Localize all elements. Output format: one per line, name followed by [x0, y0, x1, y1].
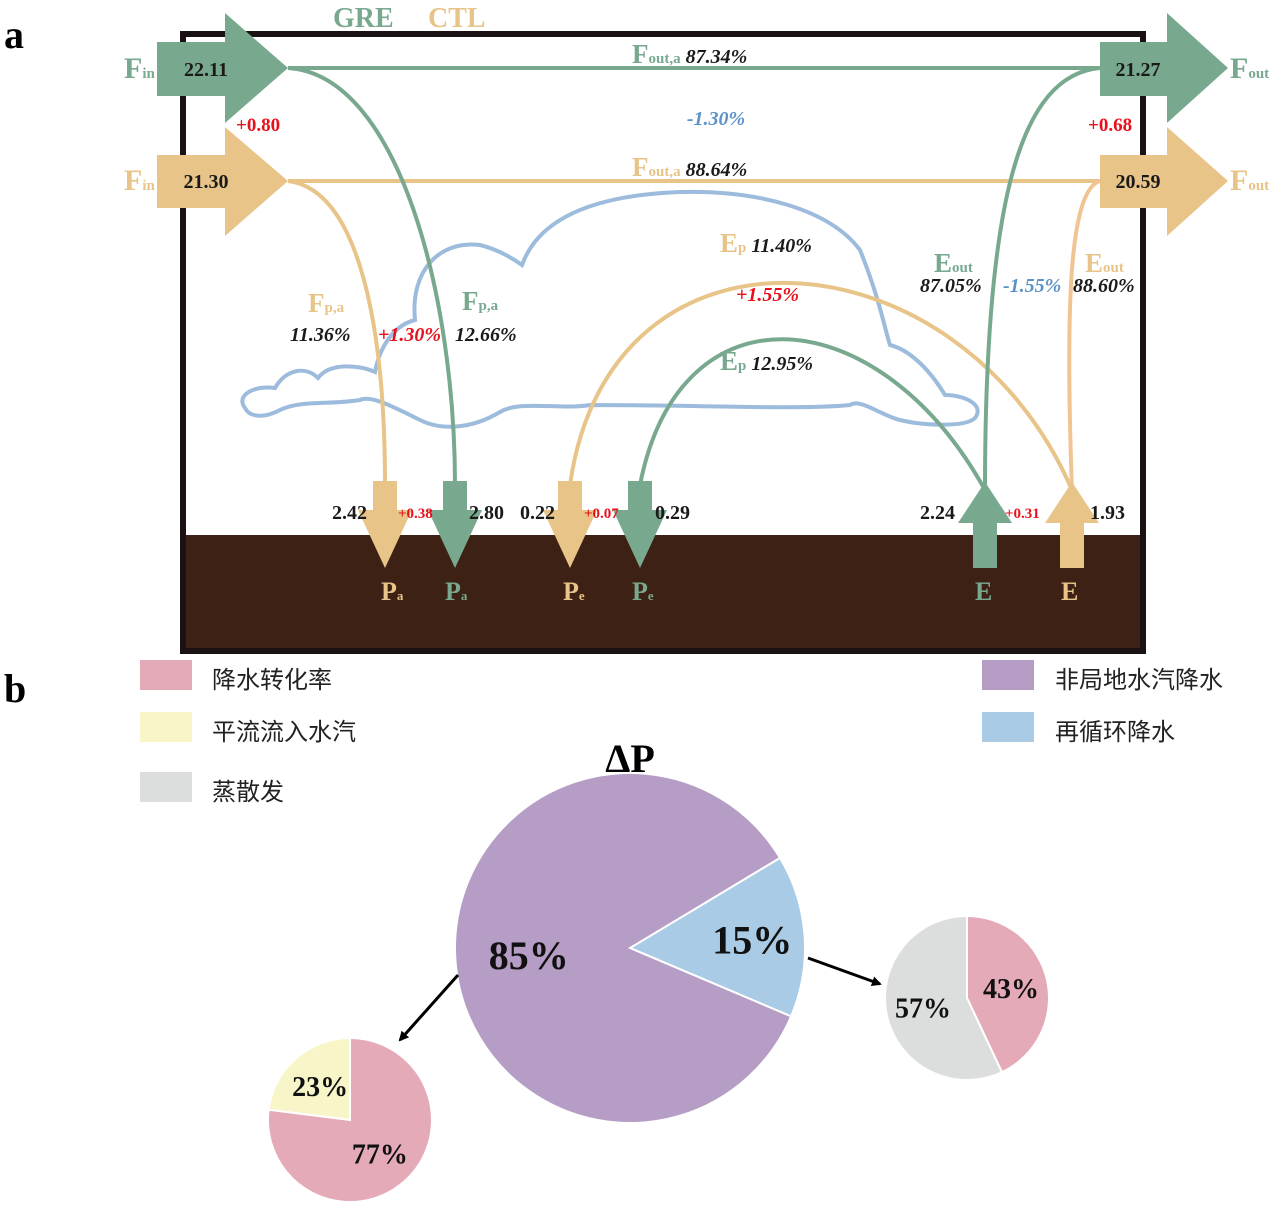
legend-swatch-nonlocal-precip — [982, 660, 1034, 690]
gre-fout-arrow — [1100, 13, 1228, 123]
right-pie-slice — [966, 914, 1050, 1074]
legend-label: 平流流入水汽 — [212, 718, 356, 746]
panel-b: b 降水转化率 平流流入水汽 蒸散发 非局地水汽降水 再循环降水 ΔP 15%8… — [4, 660, 1223, 1203]
pa-diff: +0.38 — [398, 506, 433, 522]
fout-a-diff: -1.30% — [687, 108, 745, 130]
legend-swatch-evapotranspiration — [140, 772, 192, 802]
arrow-to-right-pie — [807, 956, 882, 986]
pe-diff: +0.07 — [584, 506, 619, 522]
gre-pa-arrow — [428, 481, 482, 568]
legend-swatch-recycled-precip — [982, 712, 1034, 742]
legend-label: 蒸散发 — [212, 778, 284, 806]
panel-label-a: a — [4, 12, 24, 57]
eout-diff: -1.55% — [1003, 275, 1061, 297]
ctl-eout-pct: 88.60% — [1073, 275, 1135, 297]
left-pie-label: 23% — [292, 1072, 348, 1103]
fout-diff: +0.68 — [1088, 115, 1132, 136]
ep-diff: +1.55% — [736, 284, 799, 306]
ctl-e-arrow — [1045, 482, 1099, 568]
gre-fp-a-flow — [287, 66, 457, 486]
gre-e-arrow — [958, 482, 1012, 568]
main-pie-slice — [454, 772, 793, 1124]
gre-fp-a-pct: 12.66% — [455, 324, 517, 346]
ctl-pe-arrow — [543, 481, 597, 568]
right-pie-label: 43% — [983, 974, 1039, 1005]
ctl-pe-label: Pe — [563, 577, 585, 606]
ctl-fp-a-label: Fp,a — [308, 288, 345, 318]
ctl-eout-flow — [1067, 179, 1101, 491]
arrow-to-left-pie — [398, 974, 460, 1042]
gre-pa-value: 2.80 — [469, 502, 504, 524]
left-pie-label: 77% — [352, 1140, 408, 1171]
gre-fout-value: 21.27 — [1116, 59, 1161, 81]
left-pie-slice — [267, 1036, 433, 1203]
gre-eout-flow — [983, 66, 1101, 491]
ctl-pe-value: 0.22 — [520, 502, 555, 524]
panel-label-b: b — [4, 666, 26, 711]
ctl-fout-value: 20.59 — [1116, 171, 1161, 193]
ctl-fout-arrow — [1100, 127, 1228, 236]
ctl-pa-label: Pa — [381, 577, 404, 606]
gre-fout-label: Fout — [1230, 52, 1269, 85]
gre-fp-a-label: Fp,a — [462, 286, 499, 316]
fp-a-diff: +1.30% — [378, 324, 441, 346]
ctl-fout-label: Fout — [1230, 164, 1269, 197]
gre-pe-label: Pe — [632, 577, 654, 606]
legend-ctl: CTL — [428, 3, 486, 34]
ctl-e-label: E — [1061, 577, 1078, 606]
legend-swatch-advected-vapor — [140, 712, 192, 742]
legend-label: 非局地水汽降水 — [1055, 666, 1223, 694]
pie-charts: 15% 85% 23% 77% 43% 57% — [267, 772, 1050, 1203]
legend-swatch-precip-conversion — [140, 660, 192, 690]
gre-e-value: 2.24 — [920, 502, 955, 524]
e-diff: +0.31 — [1005, 506, 1040, 522]
gre-pe-value: 0.29 — [655, 502, 690, 524]
gre-pa-label: Pa — [445, 577, 468, 606]
cloud-outline — [240, 189, 980, 429]
legend-label: 降水转化率 — [212, 666, 332, 694]
main-pie-slice — [627, 856, 806, 1018]
panel-a: a GRE CTL Fin Fin 22.11 21.30 +0.80 — [4, 3, 1269, 654]
main-pie-label: 15% — [712, 917, 792, 962]
ctl-fin-value: 21.30 — [184, 171, 229, 193]
legend-label: 再循环降水 — [1055, 718, 1175, 746]
ctl-fp-a-flow — [287, 179, 387, 486]
ctl-e-value: 1.93 — [1090, 502, 1125, 524]
gre-eout-label: Eout — [934, 248, 973, 278]
domain-box — [180, 31, 1146, 654]
legend-gre: GRE — [333, 3, 394, 34]
gre-e-label: E — [975, 577, 992, 606]
ctl-ep-flow — [568, 280, 1074, 491]
left-pie-slice — [267, 1036, 351, 1122]
main-pie-label: 85% — [489, 933, 569, 978]
ctl-fin-arrow — [157, 127, 288, 236]
ctl-pa-value: 2.42 — [332, 502, 367, 524]
soil — [183, 535, 1143, 651]
gre-pe-arrow — [613, 481, 667, 568]
gre-eout-pct: 87.05% — [920, 275, 982, 297]
fin-diff: +0.80 — [236, 115, 280, 136]
right-pie-slice — [884, 914, 1004, 1081]
gre-ep-flow — [638, 337, 987, 491]
gre-fin-arrow — [157, 13, 288, 123]
ctl-pa-arrow — [358, 481, 412, 568]
ctl-fp-a-pct: 11.36% — [290, 324, 351, 346]
ctl-eout-label: Eout — [1085, 248, 1124, 278]
ctl-fin-label: Fin — [124, 164, 155, 197]
gre-fin-value: 22.11 — [184, 59, 228, 81]
right-pie-label: 57% — [895, 994, 951, 1025]
gre-fin-label: Fin — [124, 52, 155, 85]
